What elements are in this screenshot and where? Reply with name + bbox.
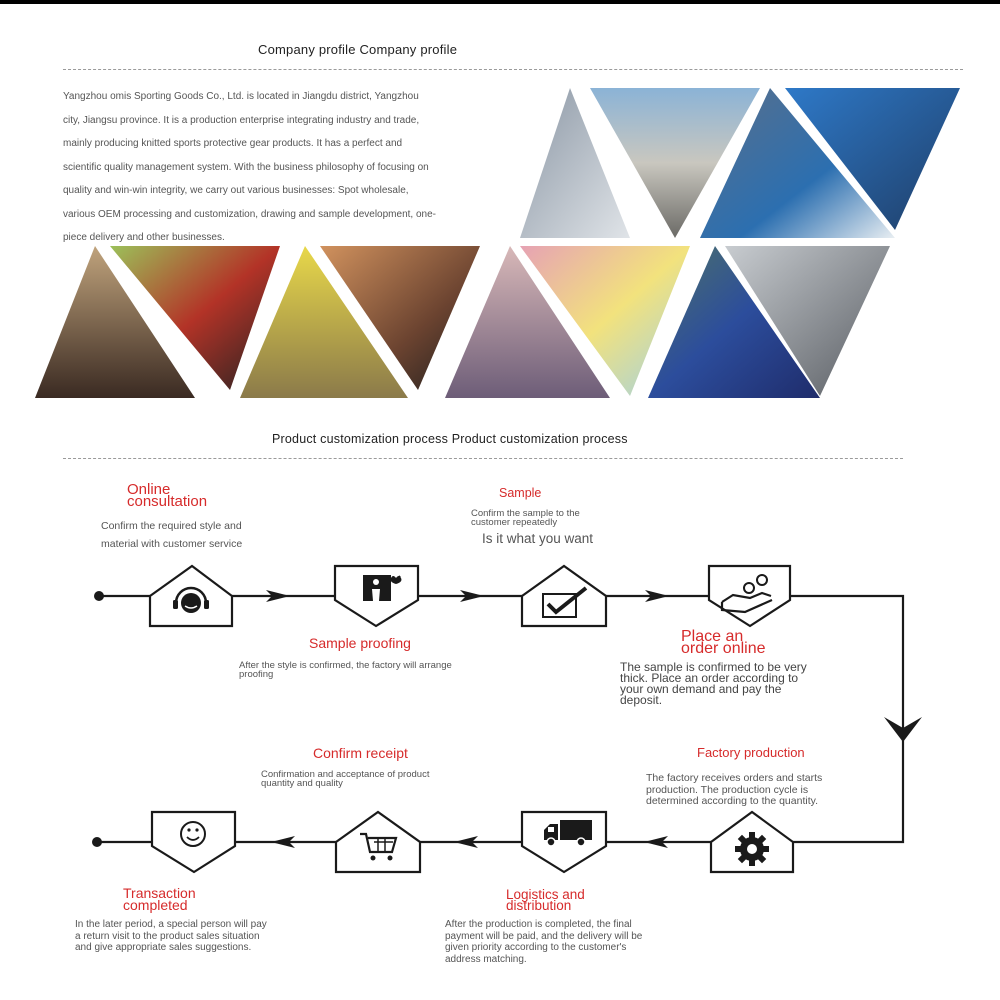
presentation-icon	[363, 575, 402, 601]
step-title-line: consultation	[127, 493, 208, 510]
step-place-order-desc: The sample is confirmed to be very thick…	[620, 660, 807, 707]
sports-photo	[320, 246, 480, 390]
company-description-line: quality and win-win integrity, we carry …	[63, 185, 409, 196]
flow-arrow	[460, 590, 484, 602]
headset-icon	[173, 586, 209, 613]
desc-line: and give appropriate sales suggestions.	[75, 942, 252, 953]
factory-photo	[700, 88, 895, 238]
desc-line: customer repeatedly	[471, 516, 558, 528]
flow-end-dot	[92, 837, 102, 847]
flow-arrow	[454, 836, 478, 848]
smiley-icon	[180, 821, 206, 847]
step-transaction-completed-desc: In the later period, a special person wi…	[75, 919, 267, 954]
desc-line: In the later period, a special person wi…	[75, 919, 267, 930]
company-profile-divider	[63, 69, 963, 70]
desc-line: production. The production cycle is	[646, 783, 809, 796]
desc-line: given priority according to the customer…	[445, 942, 627, 953]
desc-line: quantity and quality	[261, 777, 343, 789]
desc-line: Confirmation and acceptance of product	[261, 769, 430, 780]
desc-line: your own demand and pay the	[620, 682, 782, 696]
gear-icon	[735, 832, 769, 866]
step-sample-desc: Confirm the sample to the customer repea…	[471, 508, 580, 528]
sports-photo	[35, 246, 195, 398]
truck-icon	[544, 820, 592, 847]
factory-photo	[520, 88, 630, 238]
sports-photo	[240, 246, 408, 398]
step-place-order-title: Place an order online	[681, 628, 766, 657]
step-sample-proofing-desc: After the style is confirmed, the factor…	[239, 660, 452, 680]
step-online-consultation-title: Online consultation	[127, 481, 208, 510]
company-description-line: scientific quality management system. Wi…	[63, 161, 429, 173]
flow-arrow	[884, 717, 922, 742]
step-title-line: completed	[123, 897, 188, 913]
flow-arrow	[644, 836, 668, 848]
step-logistics-desc: After the production is completed, the f…	[445, 919, 642, 965]
step-shape	[707, 564, 792, 628]
company-description: Yangzhou omis Sporting Goods Co., Ltd. i…	[63, 85, 523, 250]
company-description-line: mainly producing knitted sports protecti…	[63, 138, 403, 149]
step-title-line: distribution	[506, 898, 572, 913]
desc-line: Confirm the sample to the	[471, 508, 580, 519]
company-profile-title: Company profile Company profile	[258, 42, 458, 57]
step-factory-production-desc: The factory receives orders and starts p…	[646, 772, 823, 808]
desc-line: deposit.	[620, 693, 663, 707]
step-logistics-title: Logistics and distribution	[506, 887, 585, 913]
desc-line: After the style is confirmed, the factor…	[239, 660, 452, 671]
step-title-line: Transaction	[123, 885, 196, 901]
step-title-line: Online	[127, 481, 171, 498]
desc-line: Confirm the required style and	[101, 520, 242, 532]
desc-line: payment will be paid, and the delivery w…	[445, 930, 643, 942]
company-description-line: city, Jiangsu province. It is a producti…	[63, 114, 420, 126]
company-description-line: various OEM processing and customization…	[63, 208, 436, 220]
desc-line: thick. Place an order according to	[620, 671, 799, 685]
sports-photo	[110, 246, 280, 390]
step-online-consultation-desc: Confirm the required style and material …	[101, 517, 242, 553]
cart-icon	[360, 832, 398, 861]
desc-line: The factory receives orders and starts	[646, 772, 823, 784]
flow-start-dot	[94, 591, 104, 601]
company-description-line: piece delivery and other businesses.	[63, 232, 225, 243]
step-confirm-receipt-title: Confirm receipt	[313, 745, 408, 761]
step-sample-title: Sample	[499, 486, 542, 500]
desc-line: a return visit to the product sales situ…	[75, 930, 260, 942]
factory-photo	[785, 88, 960, 230]
flow-arrow	[645, 590, 669, 602]
top-border	[0, 0, 1000, 4]
desc-line: material with customer service	[101, 538, 243, 550]
checkmark-icon	[542, 586, 588, 618]
desc-line: address matching.	[445, 953, 527, 965]
photo-mosaic	[35, 88, 960, 398]
factory-photo	[648, 246, 820, 398]
step-factory-production-title: Factory production	[697, 745, 805, 760]
desc-line: After the production is completed, the f…	[445, 919, 632, 930]
flow-arrow	[271, 836, 295, 848]
step-title-line: Logistics and	[506, 887, 585, 902]
process-divider	[63, 458, 903, 459]
step-title-line: Place an	[681, 628, 744, 645]
step-sample-subtitle: Is it what you want	[482, 531, 594, 546]
factory-photo	[725, 246, 890, 396]
step-confirm-receipt-desc: Confirmation and acceptance of product q…	[261, 769, 430, 789]
step-transaction-completed-title: Transaction completed	[123, 885, 196, 913]
process-title: Product customization process Product cu…	[272, 432, 628, 446]
step-sample-proofing-title: Sample proofing	[309, 635, 411, 651]
hand-coins-icon	[720, 574, 773, 614]
desc-line: determined according to the quantity.	[646, 795, 818, 807]
desc-line: proofing	[239, 669, 274, 680]
factory-photo	[520, 246, 690, 396]
company-description-line: Yangzhou omis Sporting Goods Co., Ltd. i…	[63, 91, 419, 102]
sports-photo	[445, 246, 610, 398]
flow-arrow	[266, 590, 290, 602]
desc-line: The sample is confirmed to be very	[620, 660, 807, 674]
step-title-line: order online	[681, 640, 766, 657]
factory-photo	[590, 88, 760, 238]
